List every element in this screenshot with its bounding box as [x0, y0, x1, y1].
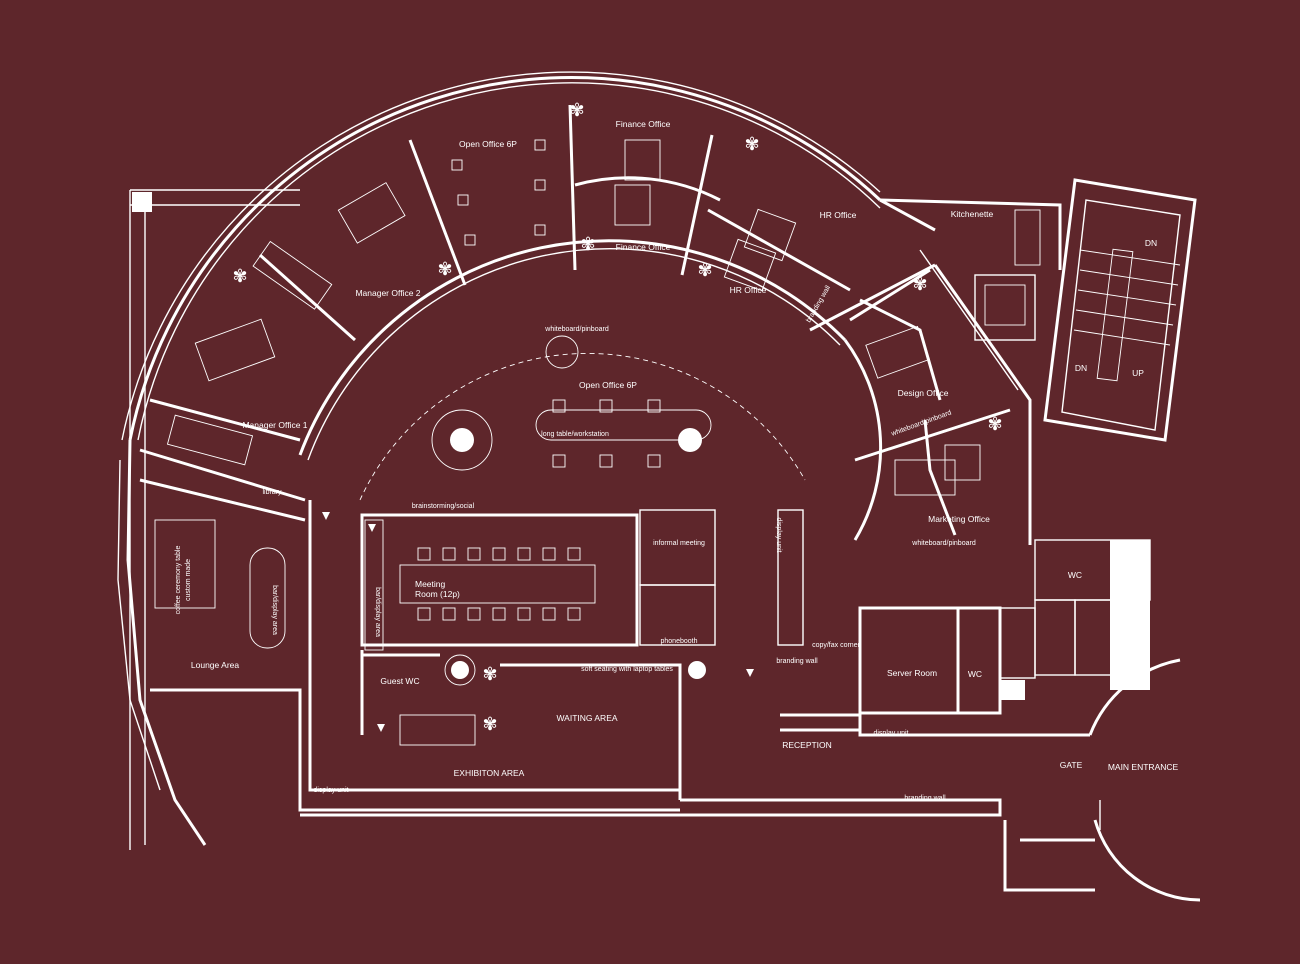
- label-library: library: [262, 489, 282, 496]
- label-meeting-room-2: Room (12p): [415, 589, 460, 599]
- lounge-exhibition-walls: [150, 500, 1002, 817]
- plant-icon: ✾: [482, 714, 497, 734]
- direction-arrows: [322, 512, 754, 732]
- label-reception: RECEPTION: [782, 740, 832, 750]
- label-meeting-room-1: Meeting: [415, 579, 446, 589]
- plant-icon: ✾: [912, 274, 927, 294]
- label-branding-wall-mid: branding wall: [776, 658, 818, 665]
- label-waiting-area: WAITING AREA: [556, 713, 617, 723]
- label-manager-office-1: Manager Office 1: [242, 420, 307, 430]
- label-hr-office-1: HR Office: [820, 210, 857, 220]
- office-furniture: [166, 139, 981, 496]
- office-ring-walls: [298, 239, 1032, 545]
- meeting-table: [399, 564, 596, 604]
- label-branding-wall-bottom: branding wall: [904, 795, 946, 802]
- stair-core: [879, 178, 1197, 442]
- label-whiteboard-bottom: whiteboard/pinboard: [911, 540, 976, 547]
- plant-icon: ✾: [437, 259, 452, 279]
- label-manager-office-2: Manager Office 2: [355, 288, 420, 298]
- label-bar-display-2: bar/display area: [374, 587, 381, 637]
- corner-column: [132, 192, 152, 212]
- label-stair-dn-1: DN: [1145, 238, 1157, 248]
- label-coffee-table-2: custom made: [185, 559, 192, 601]
- label-display-unit-reception: display unit: [873, 730, 908, 737]
- plant-icon: ✾: [482, 664, 497, 684]
- entrance: [1003, 590, 1201, 902]
- label-guest-wc: Guest WC: [380, 676, 419, 686]
- label-finance-office-2: Finance Office: [616, 242, 671, 252]
- label-kitchenette: Kitchenette: [951, 209, 994, 219]
- plant-icon: ✾: [232, 266, 247, 286]
- label-lounge-area: Lounge Area: [191, 660, 239, 670]
- label-bar-display-1: bar/display area: [271, 585, 278, 635]
- label-server-room: Server Room: [887, 668, 937, 678]
- plant-icon: ✾: [580, 234, 595, 254]
- label-informal-meeting: informal meeting: [653, 540, 705, 547]
- plant-icon: ✾: [697, 260, 712, 280]
- plant-icon: ✾: [569, 100, 584, 120]
- long-table: [535, 409, 712, 441]
- label-finance-office-1: Finance Office: [616, 119, 671, 129]
- room-labels: Open Office 6P Finance Office Finance Of…: [175, 119, 1179, 802]
- meeting-block: [360, 509, 804, 651]
- label-exhibition-area: EXHIBITON AREA: [454, 768, 525, 778]
- plant-icon: ✾: [744, 134, 759, 154]
- label-brainstorming: brainstorming/social: [412, 503, 475, 510]
- label-wc-1: WC: [968, 669, 982, 679]
- label-hr-office-2: HR Office: [730, 285, 767, 295]
- chairs: [451, 139, 661, 468]
- label-whiteboard-top: whiteboard/pinboard: [544, 326, 609, 333]
- label-stair-up: UP: [1132, 368, 1144, 378]
- label-marketing-office: Marketing Office: [928, 514, 990, 524]
- label-open-office-top: Open Office 6P: [459, 139, 517, 149]
- label-wc-2: WC: [1068, 570, 1082, 580]
- label-coffee-table-1: coffee ceremony table: [175, 546, 182, 615]
- label-gate: GATE: [1060, 760, 1083, 770]
- meeting-chairs: [417, 547, 581, 621]
- label-soft-seating: soft seating with laptop tables: [581, 666, 673, 673]
- label-display-unit-vertical: display unit: [775, 517, 782, 552]
- label-stair-dn-2: DN: [1075, 363, 1087, 373]
- label-phonebooth: phonebooth: [661, 638, 698, 645]
- office-partitions: [139, 104, 1011, 536]
- label-design-office: Design Office: [898, 388, 949, 398]
- label-display-unit-bottom: display unit: [313, 787, 348, 794]
- label-open-office-center: Open Office 6P: [579, 380, 637, 390]
- label-copy-fax: copy/fax corner: [812, 642, 861, 649]
- plant-icon: ✾: [987, 414, 1002, 434]
- plants: ✾ ✾ ✾ ✾ ✾ ✾ ✾ ✾ ✾ ✾: [232, 100, 1002, 734]
- label-main-entrance: MAIN ENTRANCE: [1108, 762, 1179, 772]
- label-long-table: long table/workstation: [541, 431, 609, 438]
- outer-facade-walls: [117, 71, 936, 850]
